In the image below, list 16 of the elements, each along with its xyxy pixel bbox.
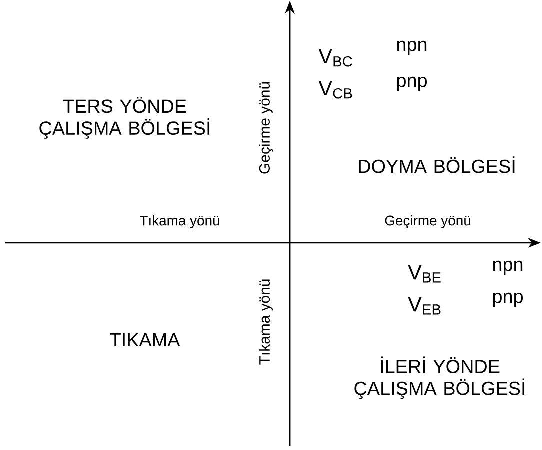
transistor-type: pnp [493,292,523,308]
transistor-type: npn [397,40,427,56]
voltage-symbol: V$_{BE}$ [408,265,441,283]
transistor-type: npn [493,260,523,276]
region-label: DOYMA BÖLGESİ [359,156,515,174]
region-label: TERS YÖNDE ÇALIŞMA BÖLGESİ [40,97,210,139]
region-label: İLERİ YÖNDE ÇALIŞMA BÖLGESİ [354,356,525,400]
voltage-symbol: V$_{EB}$ [408,297,441,315]
voltage-symbol: V$_{CB}$ [318,81,352,99]
axis-label: Geçirme yönü [259,82,273,174]
axis-label: Geçirme yönü [385,215,470,229]
axis-label: Tıkama yönü [140,215,220,228]
voltage-symbol: V$_{BC}$ [318,49,352,67]
axis-label: Tıkama yönü [259,280,273,365]
region-label: TIKAMA [110,333,180,346]
transistor-type: pnp [397,76,427,92]
